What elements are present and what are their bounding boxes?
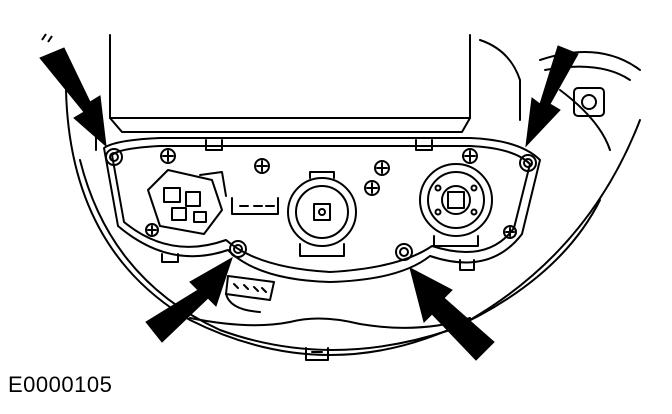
arrow-top-left — [40, 48, 106, 146]
fastener-top-left — [106, 149, 122, 165]
left-connector — [148, 170, 226, 234]
panel-screws — [146, 149, 516, 238]
center-rotary-control — [288, 172, 356, 256]
outer-fascia — [66, 90, 640, 355]
tick-mark — [42, 34, 52, 42]
figure-id-label: E0000105 — [8, 372, 113, 397]
fastener-top-right — [520, 155, 536, 171]
panel-tabs — [162, 140, 474, 270]
bottom-bracket — [190, 318, 470, 360]
right-rotary-control — [420, 164, 492, 246]
fastener-bottom-right — [396, 244, 412, 260]
wiring-detail — [226, 276, 274, 312]
arrow-top-right — [526, 46, 578, 146]
center-switch — [232, 198, 278, 214]
control-panel — [104, 138, 540, 282]
arrow-bottom-left — [146, 258, 232, 342]
upper-housing — [96, 35, 610, 150]
fastener-bottom-left — [230, 241, 246, 257]
arrow-bottom-right — [410, 268, 494, 360]
